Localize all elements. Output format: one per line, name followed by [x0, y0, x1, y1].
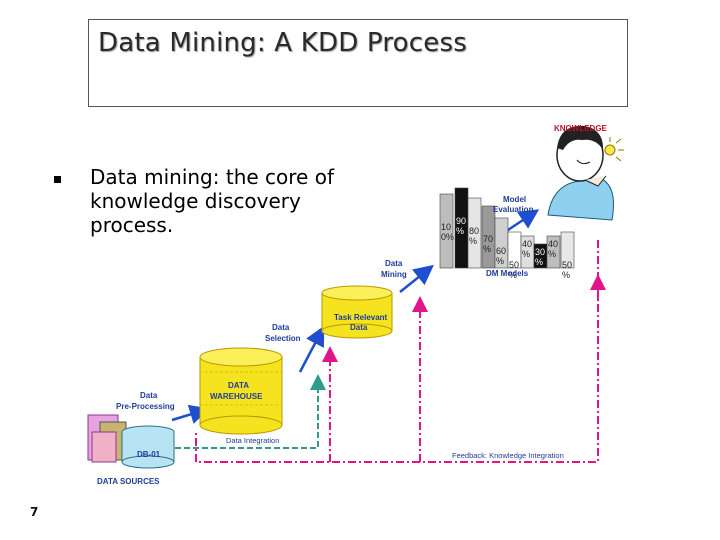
data-selection-label-2: Selection — [265, 334, 301, 343]
preprocessing-label-2: Pre-Processing — [116, 402, 175, 411]
bar-label-unit: % — [469, 236, 477, 246]
model-eval-label-2: Evaluation — [493, 205, 534, 214]
model-bar — [467, 197, 482, 269]
data-selection-label-1: Data — [272, 323, 290, 332]
task-relevant-cylinder: Task Relevant Data — [321, 285, 393, 339]
task-relevant-label-2: Data — [350, 323, 368, 332]
bar-label: 50 — [562, 260, 572, 270]
task-relevant-label-1: Task Relevant — [334, 313, 388, 322]
preprocessing-label-1: Data — [140, 391, 158, 400]
bar-label-unit: % — [535, 257, 543, 267]
feedback-label: Feedback: Knowledge Integration — [452, 451, 564, 460]
bullet-marker — [54, 176, 61, 183]
bar-label-unit: % — [496, 256, 504, 266]
bar-label: 40 — [548, 239, 558, 249]
bar-label: 60 — [496, 246, 506, 256]
data-sources-label: DATA SOURCES — [97, 477, 160, 486]
data-mining-label-2: Mining — [381, 270, 407, 279]
model-eval-label-1: Model — [503, 195, 526, 204]
page-number: 7 — [30, 505, 39, 519]
bar-label: 90 — [456, 216, 466, 226]
data-warehouse-cylinder: DATA WAREHOUSE — [199, 347, 283, 435]
bar-label-unit: % — [522, 249, 530, 259]
bar-label: 70 — [483, 234, 493, 244]
dm-models-label: DM Models — [486, 269, 529, 278]
bar-label-unit: 0% — [441, 232, 454, 242]
model-bar — [546, 235, 561, 269]
bar-label: 40 — [522, 239, 532, 249]
bar-label-unit: % — [562, 270, 570, 280]
slide-title: Data Mining: A KDD Process — [98, 28, 467, 58]
bar-label: 30 — [535, 247, 545, 257]
bar-label-unit: % — [483, 244, 491, 254]
knowledge-label: KNOWLEDGE — [554, 124, 608, 133]
data-mining-label-1: Data — [385, 259, 403, 268]
bar-label: 50 — [509, 260, 519, 270]
model-bar — [560, 231, 575, 269]
db01-label: DB-01 — [137, 450, 161, 459]
dm-models-panel: 100%90%80%70%60%50%40%30%40%50% — [439, 187, 575, 280]
integration-label: Data Integration — [226, 436, 279, 445]
bar-label: 80 — [469, 226, 479, 236]
bar-label-unit: % — [456, 226, 464, 236]
bar-label-unit: % — [548, 249, 556, 259]
warehouse-label-2: WAREHOUSE — [210, 392, 263, 401]
warehouse-label-1: DATA — [228, 381, 249, 390]
feedback-lines — [195, 240, 606, 463]
bullet-text: Data mining: the core of knowledge disco… — [90, 165, 334, 237]
bar-label-unit: % — [509, 270, 517, 280]
bar-label: 10 — [441, 222, 451, 232]
thinker-figure — [547, 125, 624, 221]
data-sources: DB-01 — [87, 414, 175, 469]
title-box — [88, 19, 628, 107]
model-bar — [439, 193, 454, 269]
integration-arrow — [175, 374, 326, 449]
